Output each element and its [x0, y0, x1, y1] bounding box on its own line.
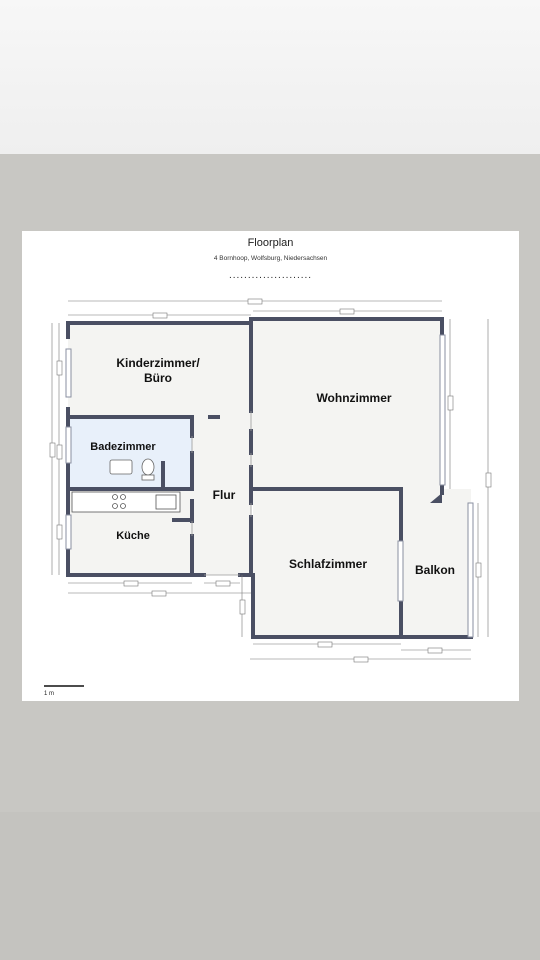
label-kinderzimmer: Kinderzimmer/	[116, 356, 200, 370]
sink-fixture	[109, 459, 133, 475]
label-badezimmer: Badezimmer	[90, 441, 156, 453]
doors	[191, 411, 252, 576]
kitchen-counter	[71, 491, 181, 513]
label-kinderzimmer-line2: Büro	[144, 371, 172, 385]
room-balkon	[401, 489, 471, 637]
room-flur	[192, 417, 251, 575]
room-wohnzimmer	[251, 319, 442, 489]
room-schlafzimmer	[253, 489, 401, 637]
room-kinderzimmer	[68, 323, 251, 417]
toilet-fixture	[141, 458, 155, 476]
label-schlafzimmer: Schlafzimmer	[289, 557, 367, 571]
balcony-corner-marker	[430, 493, 442, 503]
dimension-lines	[49, 298, 492, 663]
plan-address: 4 Bornhoop, Wolfsburg, Niedersachsen	[213, 255, 328, 262]
label-flur: Flur	[213, 488, 236, 502]
plan-dots: ......................	[228, 270, 313, 281]
plan-title: Floorplan	[247, 237, 294, 249]
room-badezimmer	[68, 417, 192, 489]
windows	[65, 334, 474, 638]
label-kueche: Küche	[116, 530, 150, 542]
label-wohnzimmer: Wohnzimmer	[316, 391, 391, 405]
bottom-band	[0, 812, 540, 960]
floorplan-sheet: Floorplan 4 Bornhoop, Wolfsburg, Nieders…	[22, 231, 519, 701]
status-bar-area	[0, 0, 540, 154]
bathroom-fixtures	[109, 458, 155, 481]
floorplan-drawing: Kinderzimmer/ Büro Badezimmer Küche Flur…	[44, 298, 492, 697]
scale-label: 1 m	[44, 691, 54, 697]
label-balkon: Balkon	[415, 563, 455, 577]
